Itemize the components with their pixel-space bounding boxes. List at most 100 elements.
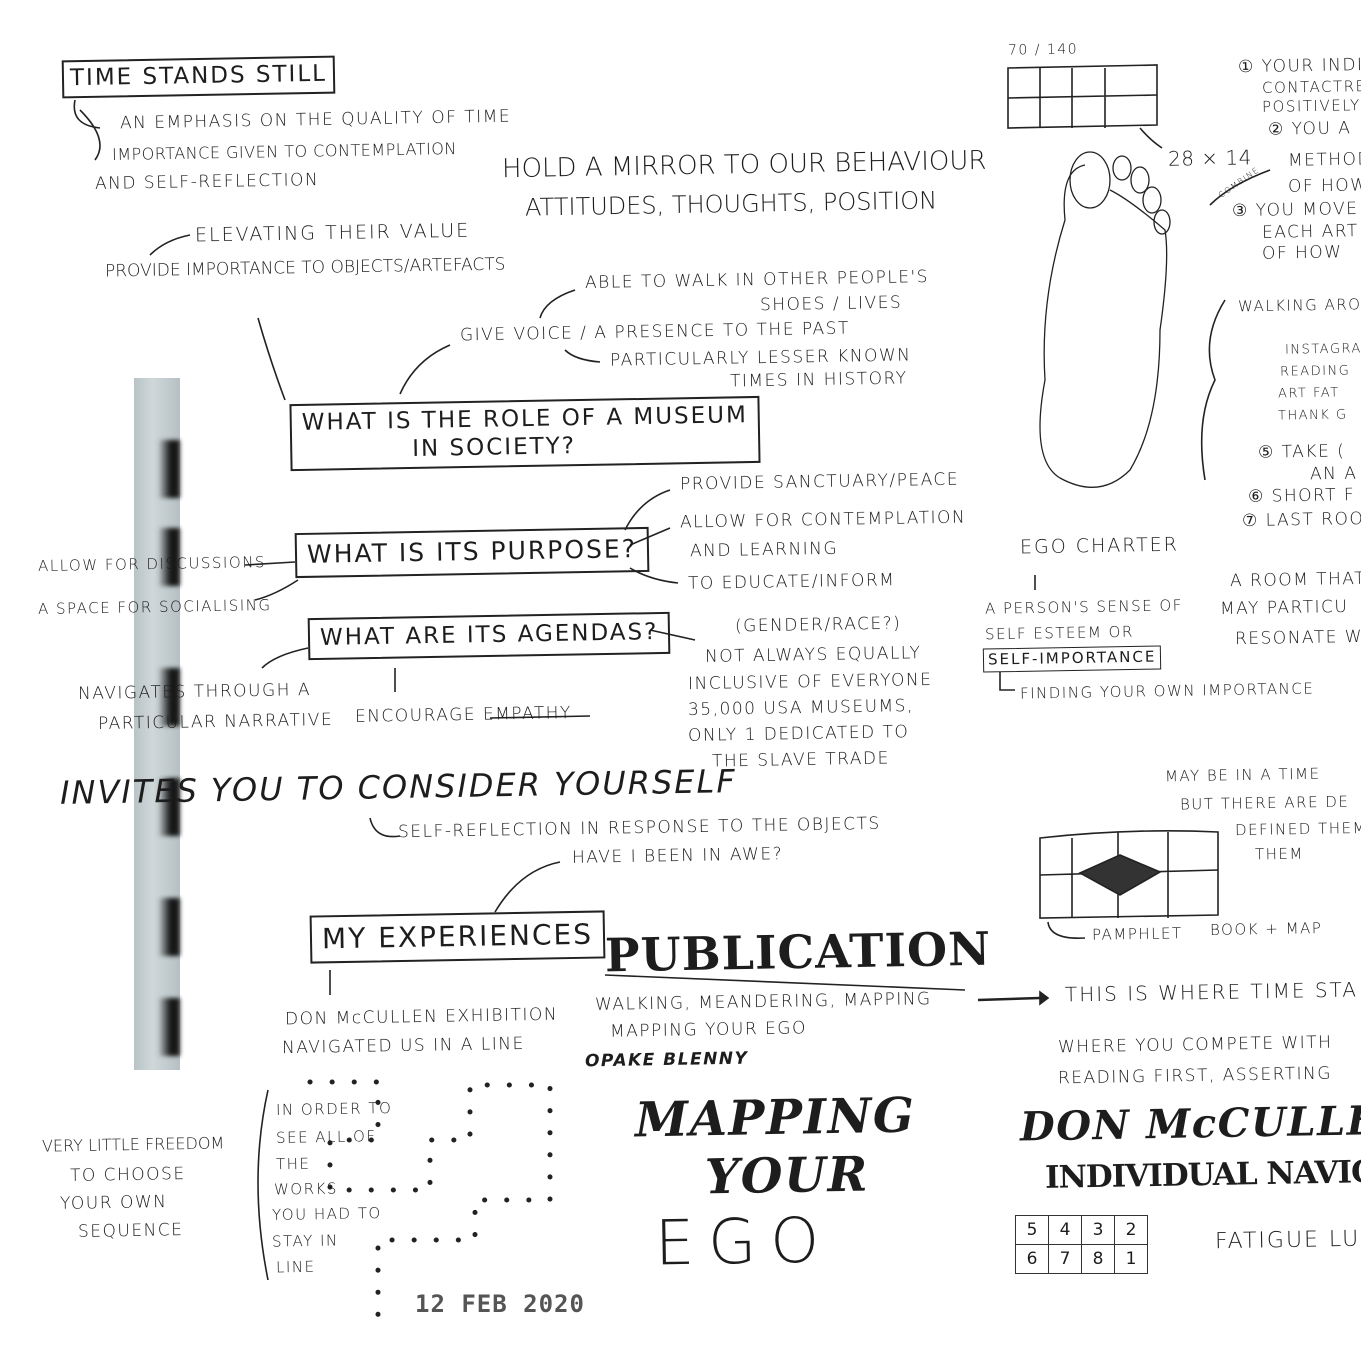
note-slave-trade: THE SLAVE TRADE bbox=[711, 748, 890, 772]
arrow-give-voice bbox=[399, 344, 451, 395]
arrow-elevating bbox=[149, 234, 191, 256]
note-in-order: IN ORDER TO bbox=[275, 1098, 393, 1120]
question-purpose: WHAT IS ITS PURPOSE? bbox=[294, 526, 650, 578]
note-shoes: SHOES / LIVES bbox=[759, 292, 903, 316]
strip-mark bbox=[158, 998, 180, 1056]
arrow-navigates bbox=[261, 647, 309, 669]
title-don-mccullen: DON McCULLEN bbox=[1019, 1096, 1361, 1151]
grid-cell: 4 bbox=[1048, 1215, 1082, 1245]
note-book-map: BOOK + MAP bbox=[1209, 919, 1323, 939]
grid-sketch-2 bbox=[1039, 830, 1219, 939]
note-in-order: STAY IN bbox=[271, 1231, 339, 1251]
note-pamphlet: PAMPHLET bbox=[1091, 924, 1183, 944]
grid-cell: 1 bbox=[1114, 1244, 1148, 1274]
note-list-item: INSTAGRA bbox=[1284, 341, 1361, 358]
grid-cell: 3 bbox=[1081, 1215, 1115, 1245]
note-room: A ROOM THAT bbox=[1229, 568, 1361, 592]
strip-mark bbox=[158, 898, 180, 956]
grid-sketch-1 bbox=[1007, 64, 1163, 149]
note-walking-around: WALKING AROUND bbox=[1237, 294, 1361, 316]
chain-sketch bbox=[1200, 299, 1226, 481]
note-ratio: 70 / 140 bbox=[1007, 41, 1079, 59]
arrow-sanctuary bbox=[624, 489, 671, 531]
grid-cell: 7 bbox=[1048, 1244, 1082, 1274]
note-inclusive: INCLUSIVE OF EVERYONE bbox=[687, 669, 933, 695]
note-dimensions: 28 × 14 bbox=[1167, 145, 1253, 171]
note-empathy: ENCOURAGE EMPATHY bbox=[354, 703, 573, 727]
note-in-order: WORKS bbox=[273, 1179, 339, 1199]
bracket bbox=[257, 1089, 269, 1281]
note-freedom: TO CHOOSE bbox=[69, 1163, 186, 1187]
note-step2: OF HOW bbox=[1287, 175, 1361, 197]
arrow-importance bbox=[79, 109, 101, 161]
note-step1: ① YOUR INDIV bbox=[1237, 54, 1361, 78]
note-list-item: ART FAT bbox=[1277, 385, 1340, 402]
note-step5: ⑤ TAKE ( bbox=[1257, 441, 1346, 463]
underline-publication bbox=[604, 974, 966, 991]
note-step5: AN A bbox=[1309, 463, 1358, 485]
title-individual-navigation: INDIVIDUAL NAVIG bbox=[1044, 1154, 1361, 1196]
strip-mark bbox=[158, 668, 180, 726]
note-sense: A PERSON'S SENSE OF bbox=[984, 596, 1184, 618]
note-time: THEM bbox=[1254, 844, 1305, 864]
note-gender: (GENDER/RACE?) bbox=[734, 613, 902, 637]
note-step3: EACH ART bbox=[1261, 221, 1359, 243]
foot-drawing bbox=[1039, 151, 1171, 488]
arrow-discussions bbox=[244, 561, 296, 566]
note-step3: ③ YOU MOVE bbox=[1231, 198, 1359, 222]
note-mapping-ego: MAPPING YOUR EGO bbox=[609, 1018, 808, 1042]
arrow-agendas bbox=[649, 629, 696, 641]
arrow-self-reflection bbox=[369, 817, 401, 838]
note-narrative: PARTICULAR NARRATIVE bbox=[97, 709, 334, 735]
note-freedom: VERY LITTLE FREEDOM bbox=[41, 1133, 225, 1156]
underline-empathy bbox=[489, 715, 591, 719]
arrow-objects bbox=[257, 317, 286, 401]
note-step6: ⑥ SHORT F bbox=[1247, 485, 1356, 507]
note-list-item: READING bbox=[1279, 363, 1351, 380]
note-time: DEFINED THEM bbox=[1234, 818, 1361, 840]
note-step3: OF HOW bbox=[1261, 242, 1343, 264]
arrow-lesser bbox=[564, 349, 601, 363]
note-learning: AND LEARNING bbox=[689, 538, 839, 562]
arrow-awe bbox=[494, 861, 561, 913]
title-mapping: MAPPING bbox=[634, 1087, 916, 1149]
note-time: BUT THERE ARE DE bbox=[1179, 792, 1350, 814]
strip-mark bbox=[158, 778, 180, 836]
grid-cell: 5 bbox=[1015, 1215, 1049, 1245]
note-step2: METHOD bbox=[1287, 149, 1361, 171]
note-dedicated: ONLY 1 DEDICATED TO bbox=[687, 722, 910, 746]
note-navigated-line: NAVIGATED US IN A LINE bbox=[281, 1033, 525, 1059]
note-self-importance: SELF-IMPORTANCE bbox=[982, 645, 1162, 673]
note-awe: HAVE I BEEN IN AWE? bbox=[571, 844, 784, 868]
note-freedom: SEQUENCE bbox=[77, 1220, 184, 1242]
arrow-finding bbox=[999, 672, 1015, 691]
note-educate: TO EDUCATE/INFORM bbox=[687, 570, 896, 594]
arrow-where-time bbox=[977, 996, 1041, 1002]
note-opake: OPAKE BLENNY bbox=[584, 1048, 749, 1072]
arrowhead bbox=[1039, 990, 1050, 1006]
note-where-time: THIS IS WHERE TIME STA bbox=[1064, 977, 1359, 1007]
note-navigates: NAVIGATES THROUGH A bbox=[77, 679, 312, 705]
arrow-walk bbox=[539, 289, 576, 319]
question-agendas: WHAT ARE ITS AGENDAS? bbox=[307, 611, 671, 661]
note-in-order: LINE bbox=[275, 1257, 316, 1277]
note-step7: ⑦ LAST ROO bbox=[1241, 508, 1361, 532]
arrow-educate bbox=[629, 567, 679, 584]
note-step2: ② YOU A bbox=[1267, 118, 1352, 140]
note-time: MAY BE IN A TIME bbox=[1164, 764, 1321, 786]
combine-arrow bbox=[1209, 169, 1271, 206]
heading-my-experiences: MY EXPERIENCES bbox=[309, 910, 606, 964]
note-step1: CONTACTRE bbox=[1261, 77, 1361, 97]
title-ego: EGO bbox=[654, 1203, 834, 1280]
note-room: MAY PARTICU bbox=[1219, 596, 1349, 620]
note-in-order: THE bbox=[275, 1154, 311, 1174]
note-not-equally: NOT ALWAYS EQUALLY bbox=[704, 643, 922, 667]
note-times-history: TIMES IN HISTORY bbox=[729, 368, 908, 392]
note-fatigue: FATIGUE LU bbox=[1214, 1226, 1361, 1255]
note-ego-charter: EGO CHARTER bbox=[1019, 533, 1180, 559]
note-list-item: THANK G bbox=[1277, 407, 1348, 424]
strip-mark bbox=[158, 440, 180, 498]
title-your: YOUR bbox=[704, 1146, 870, 1206]
